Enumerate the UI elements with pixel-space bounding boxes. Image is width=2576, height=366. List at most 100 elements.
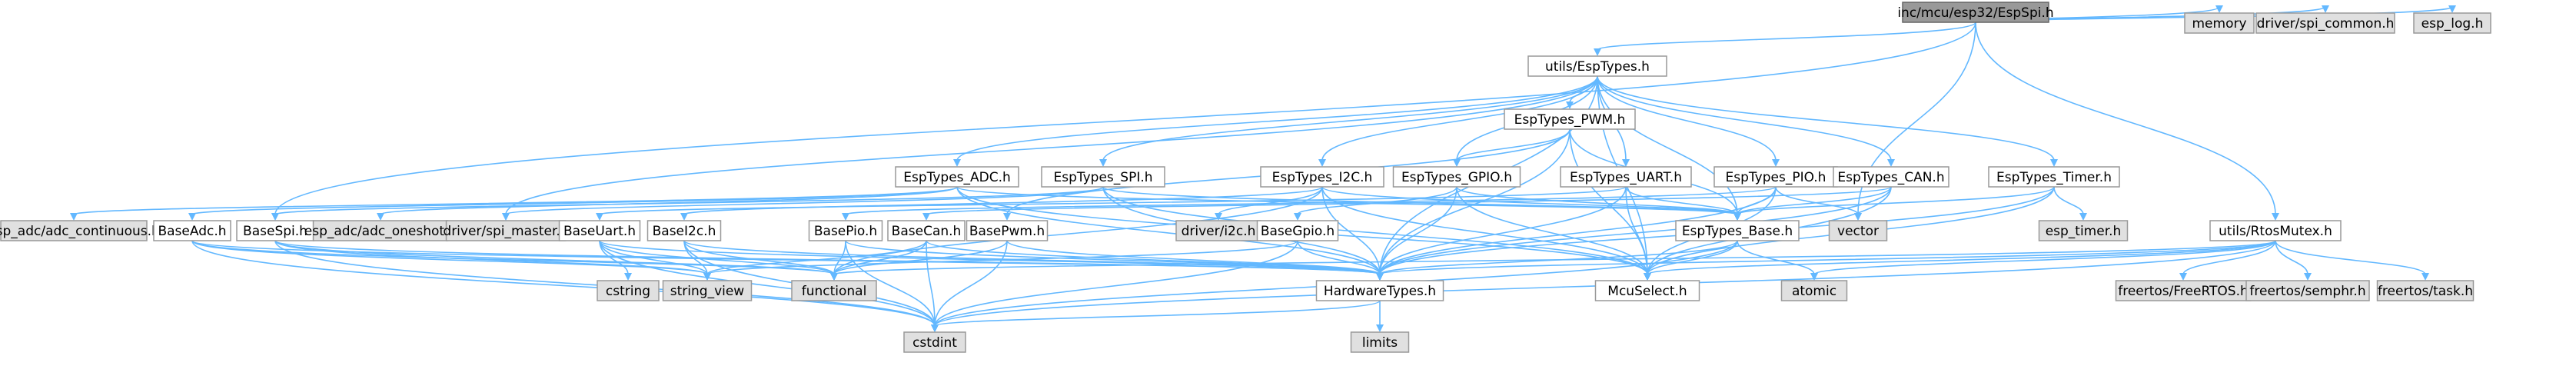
- node-freertos-freertos-h: freertos/FreeRTOS.h: [2115, 280, 2252, 301]
- edge-basecan-to-cstdint: [926, 240, 936, 327]
- node-esptypes-i2c-h[interactable]: EspTypes_I2C.h: [1260, 166, 1384, 188]
- node-basegpio-h[interactable]: BaseGpio.h: [1256, 220, 1339, 241]
- node-label: freertos/semphr.h: [2249, 284, 2365, 299]
- node-basespi-h[interactable]: BaseSpi.h: [236, 220, 314, 241]
- edge-espbase-to-hwtypes: [1379, 240, 1738, 275]
- node-esptypes-gpio-h[interactable]: EspTypes_GPIO.h: [1392, 166, 1521, 188]
- node-string-view: string_view: [662, 280, 753, 301]
- node-label: EspTypes_Base.h: [1682, 224, 1793, 239]
- node-limits: limits: [1350, 331, 1410, 353]
- edge-esptypes-to-spi: [1102, 75, 1598, 161]
- node-label: cstring: [606, 284, 650, 299]
- node-label: EspTypes_PWM.h: [1514, 112, 1626, 128]
- arrowhead-esptypes-to-timer: [2050, 159, 2058, 167]
- node-driver-spi-master-h: driver/spi_master.h: [443, 220, 569, 241]
- edge-espbase-to-mcuselect: [1647, 240, 1738, 275]
- node-box: [1713, 166, 1838, 188]
- node-cstring: cstring: [597, 280, 660, 301]
- node-label: driver/spi_common.h: [2257, 16, 2395, 32]
- node-label: BaseUart.h: [563, 224, 636, 239]
- arrowhead-esptypes-to-spi: [1099, 159, 1107, 167]
- edge-pwm-to-gpio: [1456, 128, 1571, 161]
- node-inc-mcu-esp32-espspi-h[interactable]: inc/mcu/esp32/EspSpi.h: [1897, 2, 2054, 23]
- node-utils-rtosmutex-h[interactable]: utils/RtosMutex.h: [2209, 220, 2342, 241]
- node-box: [966, 220, 1049, 241]
- node-baseadc-h[interactable]: BaseAdc.h: [153, 220, 231, 241]
- edge-rtos-to-freertos: [2182, 240, 2276, 275]
- edge-spi-to-spimaster: [505, 186, 1104, 215]
- edge-gpio-to-espbase: [1456, 186, 1738, 215]
- node-label: string_view: [670, 284, 745, 299]
- node-box: [2255, 12, 2395, 34]
- arrowhead-esptypes-to-pio: [1772, 159, 1780, 167]
- edge-timer-to-espbase: [1737, 186, 2055, 215]
- arrowhead-can-to-basecan: [922, 213, 930, 221]
- node-box: [2209, 220, 2342, 241]
- node-label: esp_adc/adc_continuous.h: [0, 224, 160, 239]
- arrowhead-hwtypes-to-limits: [1376, 324, 1384, 332]
- node-box: [2115, 280, 2252, 301]
- node-esptypes-pwm-h[interactable]: EspTypes_PWM.h: [1504, 108, 1636, 130]
- arrowhead-espbase-to-atomic: [1810, 273, 1818, 281]
- node-esptypes-can-h[interactable]: EspTypes_CAN.h: [1833, 166, 1949, 188]
- node-utils-esptypes-h[interactable]: utils/EspTypes.h: [1527, 55, 1667, 77]
- node-basei2c-h[interactable]: BaseI2c.h: [646, 220, 722, 241]
- node-esptypes-uart-h[interactable]: EspTypes_UART.h: [1560, 166, 1692, 188]
- edge-basespi-to-functional: [274, 240, 835, 275]
- node-box: [1315, 280, 1444, 301]
- node-hardwaretypes-h[interactable]: HardwareTypes.h: [1315, 280, 1444, 301]
- node-label: driver/spi_master.h: [443, 224, 568, 239]
- edge-adc-to-hwtypes: [956, 186, 1381, 275]
- node-freertos-semphr-h: freertos/semphr.h: [2245, 280, 2370, 301]
- edge-basegpio-to-hwtypes: [1297, 240, 1381, 275]
- arrowhead-pwm-to-gpio: [1453, 159, 1461, 167]
- node-label: esp_adc/adc_oneshot.h: [304, 224, 457, 239]
- node-esptypes-pio-h[interactable]: EspTypes_PIO.h: [1713, 166, 1838, 188]
- node-box: [1988, 166, 2120, 188]
- edge-baseuart-to-stringview: [599, 240, 708, 275]
- node-esptypes-base-h[interactable]: EspTypes_Base.h: [1675, 220, 1800, 241]
- node-baseuart-h[interactable]: BaseUart.h: [558, 220, 641, 241]
- node-esptypes-adc-h[interactable]: EspTypes_ADC.h: [895, 166, 1019, 188]
- node-label: atomic: [1792, 284, 1836, 299]
- edge-basepio-to-cstdint: [845, 240, 936, 327]
- node-esptypes-timer-h[interactable]: EspTypes_Timer.h: [1988, 166, 2120, 188]
- dependency-edges: [70, 5, 2456, 332]
- node-cstdint: cstdint: [903, 331, 966, 353]
- edge-rtos-to-task: [2275, 240, 2426, 275]
- node-label: utils/EspTypes.h: [1545, 59, 1650, 75]
- node-basepwm-h[interactable]: BasePwm.h: [966, 220, 1049, 241]
- node-esptypes-spi-h[interactable]: EspTypes_SPI.h: [1041, 166, 1165, 188]
- edge-basepio-to-functional: [833, 240, 846, 275]
- arrowhead-spi-to-basespi: [271, 213, 279, 221]
- node-box: [445, 220, 567, 241]
- edge-adc-to-baseadc: [191, 186, 958, 215]
- node-box: [1504, 108, 1636, 130]
- node-box: [1780, 280, 1848, 301]
- node-label: BasePwm.h: [969, 224, 1045, 239]
- edge-espbase-to-atomic: [1737, 240, 1815, 275]
- node-box: [1256, 220, 1339, 241]
- arrowhead-adc-to-baseadc: [188, 213, 196, 221]
- edge-rtos-to-mcuselect: [1647, 240, 2276, 275]
- arrowhead-adc-to-adconeshot: [377, 213, 384, 221]
- node-box: [1675, 220, 1800, 241]
- node-basecan-h[interactable]: BaseCan.h: [887, 220, 966, 241]
- arrowhead-i2c-to-basei2c: [680, 213, 688, 221]
- arrowhead-timer-to-esptimer: [2079, 213, 2087, 221]
- node-box: [2038, 220, 2129, 241]
- node-basepio-h[interactable]: BasePio.h: [808, 220, 883, 241]
- edge-esptypes-to-timer: [1597, 75, 2055, 161]
- edge-baseuart-to-cstdint: [599, 240, 936, 327]
- node-label: HardwareTypes.h: [1324, 284, 1436, 299]
- edge-root-to-rtos: [1975, 22, 2276, 215]
- node-label: utils/RtosMutex.h: [2219, 224, 2332, 239]
- edge-i2c-to-espbase: [1321, 186, 1738, 215]
- node-label: EspTypes_CAN.h: [1837, 170, 1944, 185]
- arrowhead-basegpio-to-stringview: [703, 273, 711, 281]
- node-box: [2376, 280, 2475, 301]
- edge-rtos-to-atomic: [1813, 240, 2276, 275]
- edge-baseadc-to-cstdint: [191, 240, 936, 327]
- node-mcuselect-h[interactable]: McuSelect.h: [1594, 280, 1700, 301]
- edge-baseuart-to-functional: [599, 240, 835, 275]
